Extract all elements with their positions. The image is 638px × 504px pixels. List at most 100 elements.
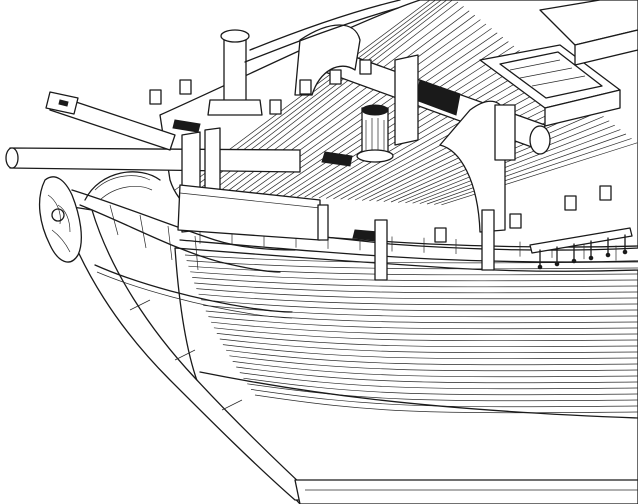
grating-fore bbox=[321, 151, 353, 167]
cathead bbox=[45, 91, 176, 151]
belaying-pin-head bbox=[622, 249, 628, 255]
box-side bbox=[574, 29, 638, 66]
timberhead bbox=[149, 89, 162, 105]
deck-plank-line bbox=[326, 72, 548, 199]
hull-plank-line bbox=[250, 389, 638, 408]
hull-plank-line bbox=[216, 333, 638, 348]
hull-wale bbox=[199, 371, 638, 419]
headrails bbox=[71, 189, 296, 319]
grating-aft bbox=[352, 229, 379, 241]
deck-plank-line bbox=[318, 67, 543, 199]
timberhead bbox=[329, 69, 342, 85]
belaying-pin-head bbox=[554, 261, 560, 267]
main-hatch bbox=[479, 44, 621, 127]
bowsprit bbox=[5, 147, 301, 173]
hull-plank-line bbox=[194, 282, 638, 294]
deck-plank-line bbox=[441, 142, 638, 206]
bitt-knees bbox=[294, 24, 516, 233]
post-2 bbox=[481, 209, 495, 271]
hatch-coaming-side bbox=[544, 89, 621, 127]
knee-left bbox=[294, 24, 361, 96]
hatch-inner bbox=[499, 51, 603, 99]
timberhead bbox=[359, 59, 372, 75]
capstan-whelps bbox=[365, 118, 385, 152]
figurehead-ornament bbox=[51, 208, 65, 222]
capstan bbox=[356, 104, 394, 163]
belaying-pin-head bbox=[571, 258, 577, 264]
belaying-rack bbox=[529, 227, 633, 270]
belaying-pin-head bbox=[537, 264, 543, 270]
deck-plank-line bbox=[311, 63, 537, 198]
headrail-lower bbox=[94, 264, 293, 313]
bitt-crosspiece-top bbox=[179, 192, 321, 209]
funnel-vent bbox=[207, 29, 263, 116]
timberhead bbox=[509, 213, 522, 229]
hull-plank-line bbox=[236, 366, 638, 384]
forecastle-rail-line-2 bbox=[244, 7, 399, 63]
deck-plank-line bbox=[333, 76, 554, 200]
hull-plank-line bbox=[213, 327, 638, 342]
bow-frame-ribs bbox=[94, 175, 153, 201]
hull-plank-line bbox=[198, 293, 638, 306]
grating-mid bbox=[172, 119, 201, 133]
bow-posts bbox=[317, 204, 495, 281]
timberhead bbox=[299, 79, 312, 95]
windlass-end bbox=[529, 125, 551, 155]
bow-scroll bbox=[84, 171, 161, 201]
deck-plank-line bbox=[419, 129, 621, 204]
headrail-middle bbox=[79, 204, 281, 273]
headrail-upper bbox=[71, 189, 296, 251]
deck-box bbox=[539, 0, 638, 66]
windlass-cheek bbox=[394, 54, 419, 146]
hull-plank-line bbox=[232, 361, 638, 378]
forecastle-rail-line bbox=[249, 0, 401, 51]
hull-plank-line bbox=[222, 344, 638, 360]
deck-plank-line bbox=[426, 133, 627, 205]
forward-bitts bbox=[177, 127, 321, 241]
head-timbers bbox=[109, 204, 199, 271]
stem-keel bbox=[59, 204, 638, 504]
hull-plank-line bbox=[226, 349, 638, 366]
hull-plank-line bbox=[200, 299, 638, 312]
hull-plank-line bbox=[229, 355, 638, 372]
knee-right-post bbox=[494, 104, 516, 161]
post-3 bbox=[317, 204, 329, 241]
bowsprit-end bbox=[5, 147, 19, 169]
hull-plank-line bbox=[192, 277, 638, 288]
belaying-pins bbox=[537, 234, 628, 270]
hull-plank-line bbox=[205, 310, 638, 324]
hull-plank-line bbox=[219, 338, 638, 354]
keel bbox=[294, 479, 638, 504]
belaying-pin-head bbox=[588, 255, 594, 261]
hull bbox=[174, 247, 638, 504]
timberhead bbox=[179, 79, 192, 95]
forecastle-rail bbox=[244, 0, 401, 63]
bowsprit-spar bbox=[9, 147, 301, 173]
box-top bbox=[539, 0, 638, 46]
deck-plank-line bbox=[434, 138, 632, 205]
hull-plank-line bbox=[203, 305, 638, 318]
hull-plank-line bbox=[243, 377, 638, 396]
hatch-gratings bbox=[172, 119, 379, 241]
deck-plank-line bbox=[412, 124, 615, 204]
knee-right bbox=[439, 100, 506, 233]
timberheads bbox=[149, 59, 612, 243]
bow-frame-left bbox=[84, 171, 161, 201]
stem-joint bbox=[129, 299, 243, 411]
hull-plank-line bbox=[208, 316, 638, 330]
funnel-top bbox=[220, 29, 250, 43]
headrail-lower-inner bbox=[96, 271, 293, 319]
belaying-pin-head bbox=[605, 252, 611, 258]
funnel-pipe bbox=[223, 34, 247, 106]
hull-plank-line bbox=[211, 321, 638, 336]
timberhead bbox=[434, 227, 447, 243]
capstan-base bbox=[356, 149, 394, 163]
post-1 bbox=[374, 219, 388, 281]
hull-plank-line bbox=[247, 383, 638, 402]
timberhead bbox=[599, 185, 612, 201]
cathead-sheave bbox=[58, 99, 69, 107]
deck-plank-line bbox=[405, 120, 610, 204]
hull-plank-line bbox=[254, 394, 638, 414]
deck-plank-line bbox=[275, 41, 509, 196]
